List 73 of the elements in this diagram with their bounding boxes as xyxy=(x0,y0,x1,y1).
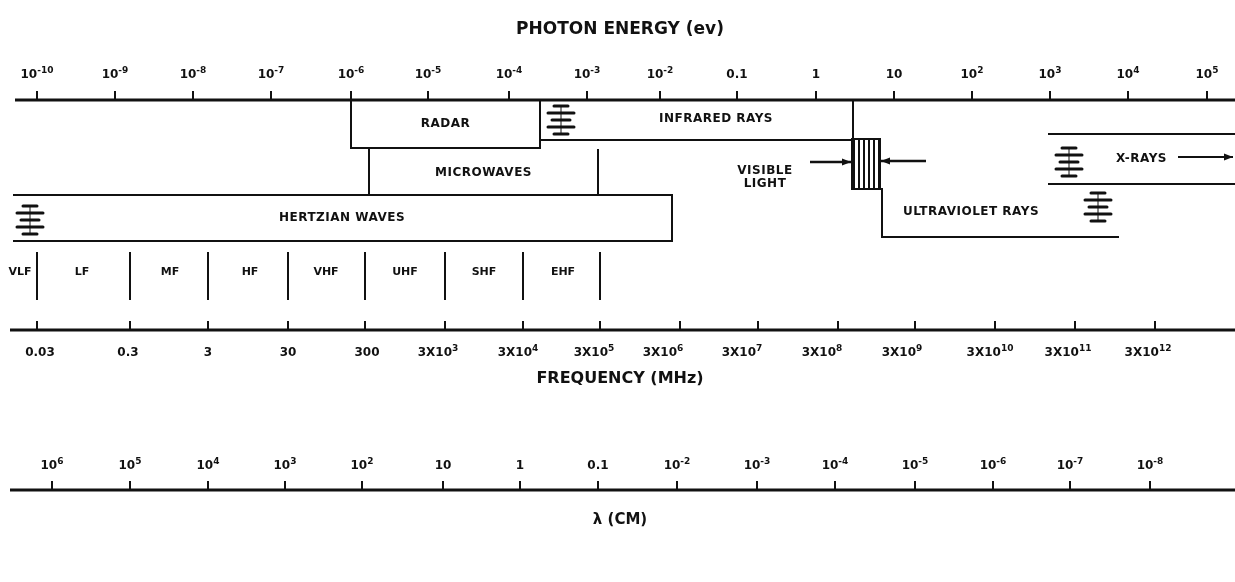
hatched-bar xyxy=(851,138,881,190)
band-name: LF xyxy=(74,265,90,278)
tick-label: 3 xyxy=(203,345,213,359)
tick-label: 300 xyxy=(354,345,380,359)
tick-label: 0.3 xyxy=(117,345,139,359)
tick-label: 30 xyxy=(279,345,297,359)
tick-label: 10$^{-8}$ xyxy=(1136,458,1164,472)
tick-label: 10$^{2}$ xyxy=(960,67,984,81)
tick-label: 3X10$^{7}$ xyxy=(721,345,763,359)
tick-label: 3X10$^{3}$ xyxy=(417,345,459,359)
tick-label: 10$^{-4}$ xyxy=(495,67,523,81)
band-name: VLF xyxy=(8,265,32,278)
tick-label: 10$^{-2}$ xyxy=(646,67,674,81)
tick-label: 3X10$^{6}$ xyxy=(642,345,684,359)
band-box xyxy=(881,188,1119,238)
tick-label: 10 xyxy=(434,458,452,472)
axis-title: FREQUENCY (MHz) xyxy=(536,368,704,387)
tick-label: 0.1 xyxy=(726,67,748,81)
tick-label: 10$^{5}$ xyxy=(1195,67,1219,81)
tick-label: 10$^{-3}$ xyxy=(573,67,601,81)
axis-title: λ (CM) xyxy=(592,510,648,528)
band-name: INFRARED RAYS xyxy=(659,112,773,126)
band-name: VHF xyxy=(313,265,339,278)
band-name: ULTRAVIOLET RAYS xyxy=(902,205,1040,219)
tick-label: 3X10$^{4}$ xyxy=(497,345,539,359)
tick-label: 10$^{2}$ xyxy=(350,458,374,472)
tick-label: 10$^{-7}$ xyxy=(1056,458,1084,472)
tick-label: 10$^{5}$ xyxy=(118,458,142,472)
tick-label: 10$^{-8}$ xyxy=(179,67,207,81)
tick-label: 10$^{-7}$ xyxy=(257,67,285,81)
band-name: HF xyxy=(241,265,259,278)
tick-label: 3X10$^{8}$ xyxy=(801,345,843,359)
band-box xyxy=(368,149,599,196)
tick-label: 0.03 xyxy=(25,345,55,359)
tick-label: 10$^{-2}$ xyxy=(663,458,691,472)
tick-label: 10 xyxy=(885,67,903,81)
tick-label: 10$^{-3}$ xyxy=(743,458,771,472)
tick-label: 10$^{-4}$ xyxy=(821,458,849,472)
tick-label: 10$^{6}$ xyxy=(40,458,64,472)
band-name: RADAR xyxy=(420,117,471,131)
band-name: EHF xyxy=(550,265,576,278)
tick-label: 10$^{-5}$ xyxy=(414,67,442,81)
band-name: X-RAYS xyxy=(1116,152,1167,166)
band-name: MF xyxy=(160,265,180,278)
arrow xyxy=(810,158,851,166)
band-name: VISIBLE LIGHT xyxy=(736,163,794,191)
tick-label: 3X10$^{11}$ xyxy=(1044,345,1092,359)
tick-label: 10$^{-6}$ xyxy=(337,67,365,81)
tick-label: 1 xyxy=(515,458,525,472)
tick-label: 3X10$^{5}$ xyxy=(573,345,615,359)
band-name: SHF xyxy=(471,265,497,278)
tick-label: 10$^{3}$ xyxy=(273,458,297,472)
band-box xyxy=(540,99,854,141)
tick-label: 3X10$^{10}$ xyxy=(966,345,1014,359)
tick-label: 10$^{-9}$ xyxy=(101,67,129,81)
axis-title: PHOTON ENERGY (ev) xyxy=(516,18,724,38)
tick-label: 0.1 xyxy=(587,458,609,472)
band-box xyxy=(1048,133,1235,185)
tick-label: 3X10$^{9}$ xyxy=(881,345,923,359)
tick-label: 3X10$^{12}$ xyxy=(1124,345,1172,359)
tick-label: 10$^{-6}$ xyxy=(979,458,1007,472)
tick-label: 10$^{4}$ xyxy=(196,458,220,472)
tick-label: 1 xyxy=(811,67,821,81)
tick-label: 10$^{4}$ xyxy=(1116,67,1140,81)
band-box xyxy=(13,194,673,242)
tick-label: 10$^{-10}$ xyxy=(20,67,54,81)
arrow xyxy=(881,157,926,165)
tick-label: 10$^{3}$ xyxy=(1038,67,1062,81)
band-name: HERTZIAN WAVES xyxy=(278,211,406,225)
tick-label: 10$^{-5}$ xyxy=(901,458,929,472)
band-box xyxy=(350,101,541,149)
band-name: UHF xyxy=(392,265,418,278)
band-name: MICROWAVES xyxy=(435,165,532,180)
